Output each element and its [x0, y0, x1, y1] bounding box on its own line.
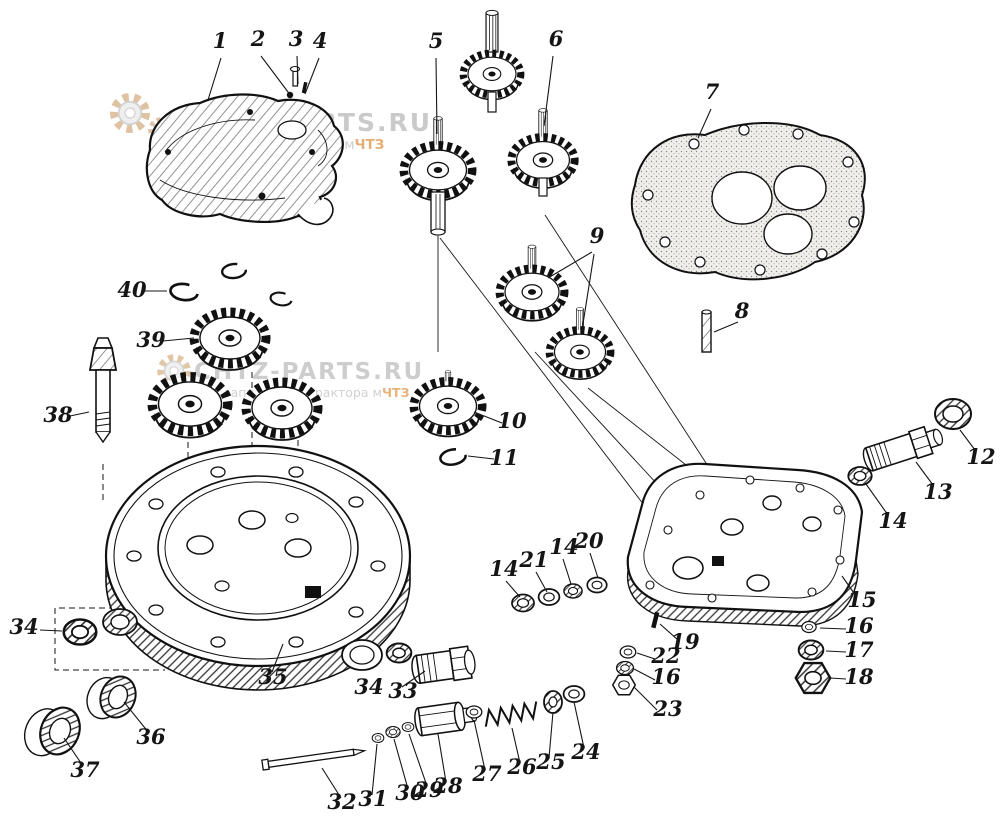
part-callout-23: 23 [652, 696, 682, 721]
part-callout-2: 2 [250, 26, 266, 51]
part-36-plug [86, 675, 137, 720]
part-callout-10: 10 [497, 408, 527, 433]
part-34-washer-2 [385, 642, 413, 664]
part-callout-20: 20 [573, 528, 604, 553]
part-callout-36: 36 [136, 724, 166, 749]
part-28-valve-body [414, 701, 478, 737]
part-callout-34b: 34 [354, 674, 383, 699]
part-14-washer [847, 466, 873, 486]
part-11-snap-ring [437, 446, 469, 468]
part-callout-38: 38 [43, 402, 73, 427]
part-35-pump-body [102, 444, 412, 691]
part-27-washer [465, 705, 483, 719]
part-callout-3: 3 [289, 26, 304, 51]
part-callout-34: 34 [9, 614, 38, 639]
part-callout-24: 24 [570, 739, 600, 764]
part-5-gear-set [404, 9, 521, 236]
part-callout-12: 12 [966, 444, 995, 469]
part-callout-35: 35 [258, 664, 287, 689]
part-8-pin [701, 309, 712, 353]
part-callout-37: 37 [70, 757, 100, 782]
part-callout-29: 29 [413, 777, 444, 802]
part-callout-11: 11 [489, 445, 518, 470]
part-7-gasket [630, 122, 866, 281]
part-31-ring [371, 733, 385, 743]
part-callout-32: 32 [327, 789, 356, 814]
part-19-pin [651, 611, 660, 629]
part-callout-16b: 16 [651, 664, 681, 689]
part-20-washer [586, 576, 608, 594]
part-callout-22: 22 [650, 643, 680, 668]
part-callout-19: 19 [670, 629, 700, 654]
part-callout-14b: 14 [549, 534, 578, 559]
part-callout-21: 21 [518, 547, 548, 572]
part-callout-13: 13 [923, 479, 952, 504]
part-callout-7: 7 [705, 79, 720, 104]
part-14-washer-2 [511, 593, 535, 613]
watermark-gear-icon [115, 98, 145, 128]
part-callout-5: 5 [429, 28, 444, 53]
part-callout-26: 26 [506, 754, 537, 779]
part-callout-9: 9 [590, 223, 605, 248]
part-callout-16: 16 [844, 613, 874, 638]
part-callout-4: 4 [313, 28, 328, 53]
part-callout-30: 30 [395, 780, 425, 805]
part-18-nut [794, 661, 832, 695]
part-23-nut [612, 674, 636, 696]
part-29-ring [401, 722, 415, 732]
part-21-washer [537, 588, 561, 606]
part-40-snap-rings [168, 261, 294, 308]
part-callout-25: 25 [535, 749, 565, 774]
part-33-fitting [411, 645, 476, 685]
part-callout-27: 27 [471, 761, 502, 786]
part-22-washer [619, 645, 637, 659]
part-9-gear-set [500, 244, 611, 379]
part-callout-17: 17 [844, 637, 874, 662]
part-4-pin [301, 81, 308, 94]
part-callout-14: 14 [878, 508, 907, 533]
part-callout-18: 18 [844, 664, 874, 689]
part-16-washer-2 [615, 660, 635, 676]
part-callout-1: 1 [213, 28, 228, 53]
part-26-spring [484, 700, 538, 728]
part-24-washer [562, 685, 586, 703]
part-13-fitting [862, 425, 944, 472]
part-34-washer [62, 618, 98, 646]
part-callout-6: 6 [549, 26, 564, 51]
part-callout-33: 33 [388, 678, 417, 703]
part-1-cover [145, 93, 344, 226]
part-callout-15: 15 [847, 587, 876, 612]
part-callout-39: 39 [136, 327, 166, 352]
part-16-washer [801, 620, 817, 634]
part-32-rod [261, 748, 367, 771]
part-callout-28: 28 [432, 773, 463, 798]
part-30-washer [385, 725, 401, 739]
part-12-bushing [934, 398, 972, 430]
part-6-gear-set [511, 108, 574, 197]
part-15-pump-plate [626, 462, 864, 627]
part-25-plug [543, 690, 563, 714]
part-callout-31: 31 [358, 786, 387, 811]
part-38-bolt [88, 337, 118, 444]
part-14-washer-3 [563, 583, 583, 599]
part-callout-8: 8 [734, 298, 750, 323]
part-37-plug [23, 706, 81, 757]
leader-lines [39, 55, 976, 799]
part-callout-40: 40 [117, 277, 147, 302]
part-17-washer [797, 639, 825, 661]
part-callout-14c: 14 [489, 556, 518, 581]
